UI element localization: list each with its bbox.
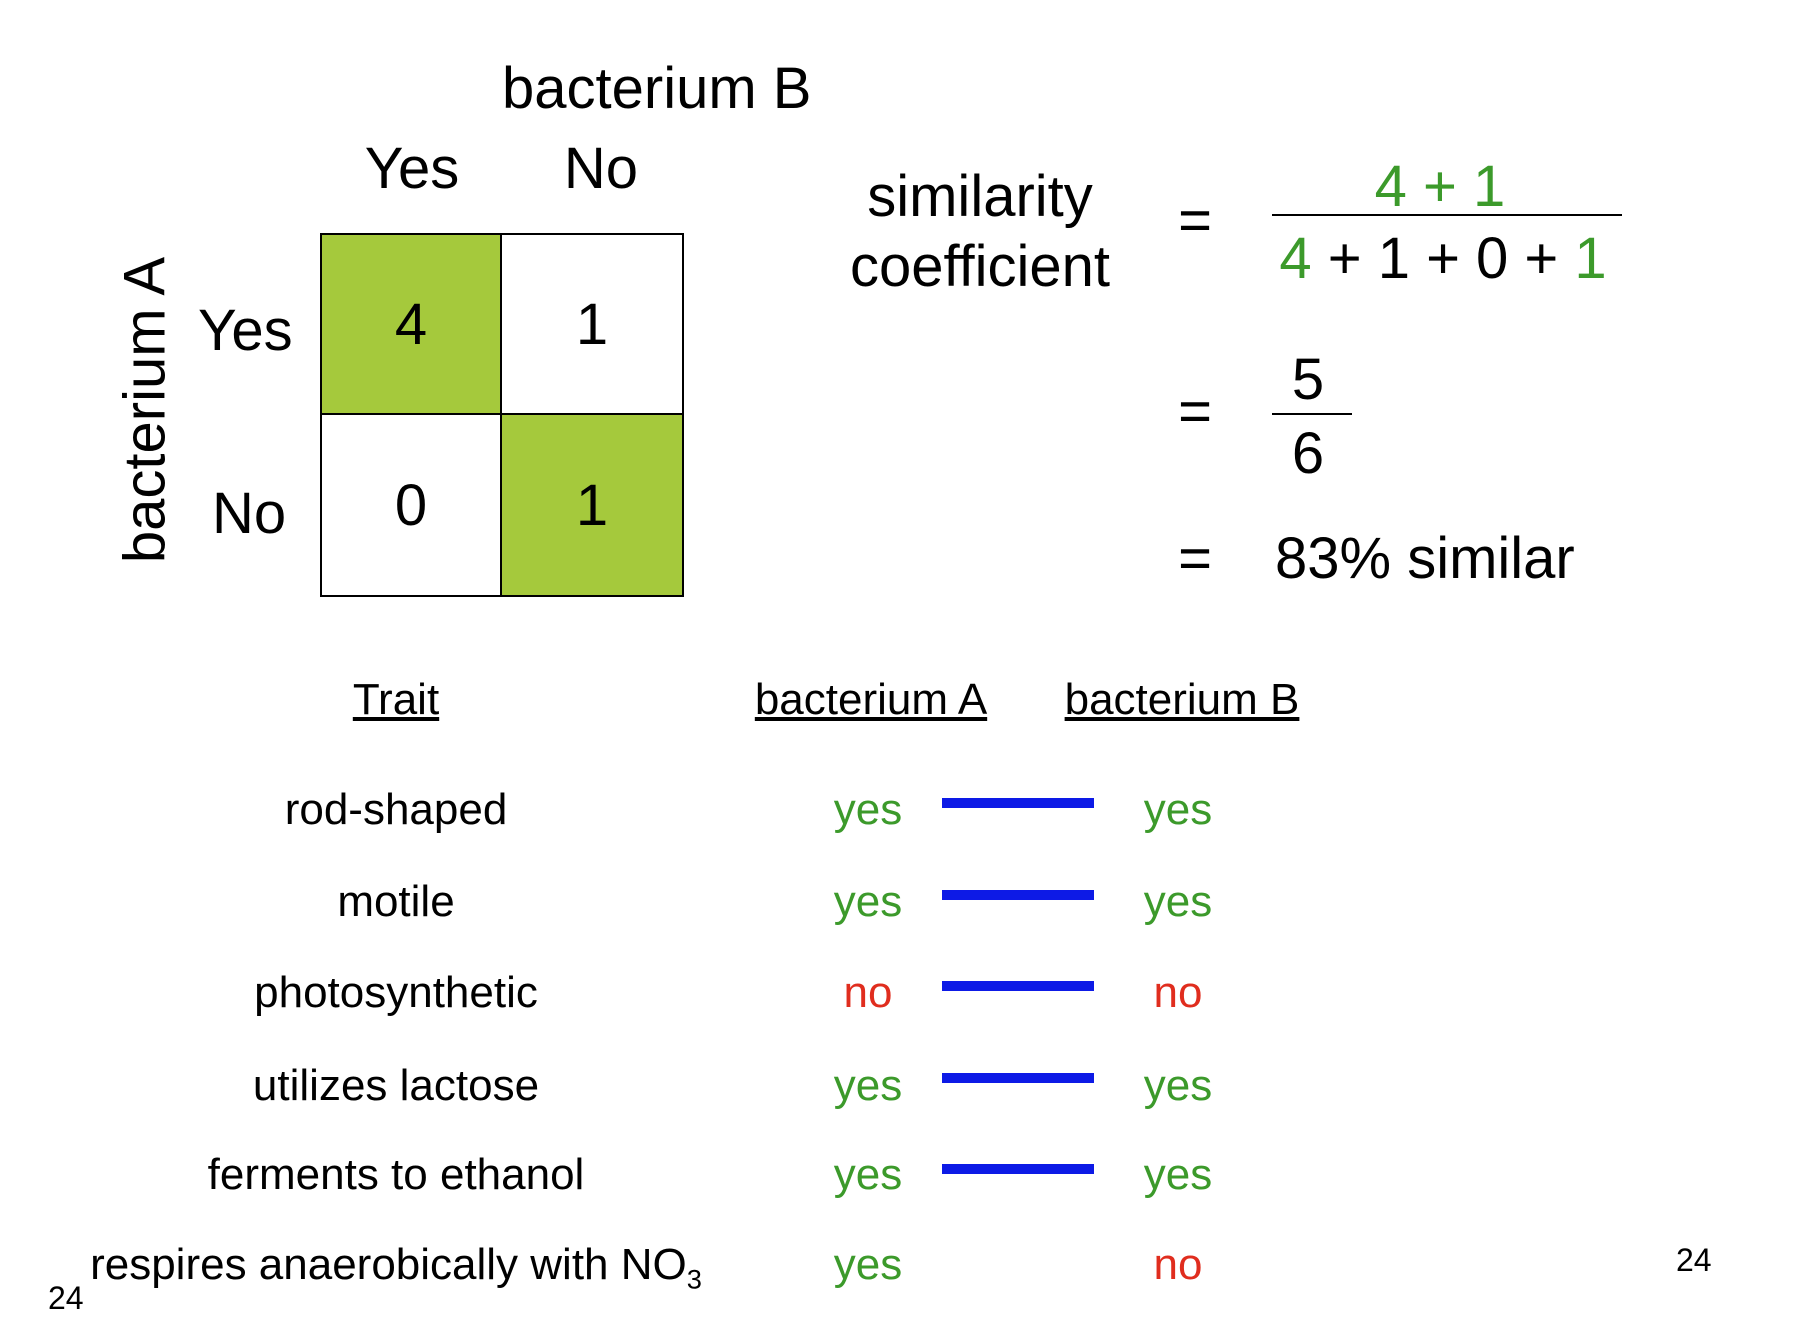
- formula-label-line2: coefficient: [849, 234, 1111, 299]
- matrix-cell-yes-yes: 4: [322, 235, 502, 415]
- trait-subscript: 3: [686, 1263, 702, 1295]
- trait-label: rod-shaped: [284, 785, 508, 834]
- trait-name: motile: [337, 877, 454, 927]
- matrix-col-title: bacterium B: [502, 56, 812, 121]
- trait-name: rod-shaped: [285, 785, 508, 835]
- matrix-col-label-no: No: [563, 136, 639, 201]
- matrix-row-label-no: No: [212, 481, 287, 546]
- numerator-plus: +: [1406, 154, 1474, 219]
- denominator-term-d: 1: [1574, 226, 1607, 291]
- fraction-2-bar: [1272, 413, 1352, 415]
- equals-sign-2: =: [1178, 379, 1212, 444]
- matrix-row-label-yes: Yes: [198, 298, 293, 363]
- denominator-term-a: 4: [1279, 226, 1312, 291]
- trait-label: utilizes lactose: [252, 1061, 540, 1110]
- trait-name: ferments to ethanol: [208, 1150, 585, 1200]
- trait-name: utilizes lactose: [253, 1061, 539, 1111]
- slide-number-small: 24: [48, 1280, 84, 1316]
- match-line: [942, 1073, 1094, 1083]
- bacterium-a-column-header: bacterium A: [754, 675, 988, 724]
- bacterium-b-value: yes: [1143, 877, 1213, 926]
- bacterium-b-value: no: [1153, 1240, 1203, 1289]
- matrix-row-title: bacterium A: [112, 256, 178, 564]
- match-line: [942, 798, 1094, 808]
- similarity-result: 83% similar: [1275, 526, 1575, 591]
- trait-label: respires anaerobically with NO: [90, 1240, 687, 1289]
- match-line: [942, 890, 1094, 900]
- bacterium-b-value: no: [1153, 968, 1203, 1017]
- fraction-1-denominator: 4 + 1 + 0 + 1: [1279, 225, 1606, 292]
- bacterium-b-value: yes: [1143, 1150, 1213, 1199]
- slide-number: 24: [1676, 1242, 1712, 1278]
- matrix-cell-yes-no: 1: [502, 235, 682, 415]
- fraction-1-bar: [1272, 214, 1622, 216]
- trait-column-header: Trait: [352, 675, 440, 724]
- trait-name: photosynthetic: [254, 968, 538, 1018]
- fraction-2-denominator: 6: [1291, 421, 1325, 486]
- trait-label: motile: [337, 877, 455, 926]
- trait-label: photosynthetic: [254, 968, 538, 1017]
- match-line: [942, 1164, 1094, 1174]
- matrix-cell-no-yes: 0: [322, 415, 502, 595]
- denominator-middle: + 1 + 0 +: [1311, 226, 1575, 291]
- bacterium-a-value: yes: [833, 1240, 903, 1289]
- matrix-cell-no-no: 1: [502, 415, 682, 595]
- numerator-term-d: 1: [1473, 154, 1506, 219]
- equals-sign-1: =: [1178, 188, 1212, 253]
- fraction-2-numerator: 5: [1291, 347, 1325, 412]
- bacterium-b-column-header: bacterium B: [1064, 675, 1300, 724]
- equals-sign-3: =: [1178, 526, 1212, 591]
- bacterium-b-value: yes: [1143, 1061, 1213, 1110]
- match-line: [942, 981, 1094, 991]
- contingency-matrix: 4 1 0 1: [320, 233, 684, 597]
- trait-name: respires anaerobically with NO3: [90, 1240, 702, 1296]
- trait-label: ferments to ethanol: [207, 1150, 585, 1199]
- bacterium-a-value: no: [843, 968, 893, 1017]
- bacterium-b-value: yes: [1143, 785, 1213, 834]
- formula-label-line1: similarity: [867, 164, 1093, 229]
- bacterium-a-value: yes: [833, 1150, 903, 1199]
- numerator-term-a: 4: [1374, 154, 1407, 219]
- matrix-col-label-yes: Yes: [364, 136, 460, 201]
- bacterium-a-value: yes: [833, 877, 903, 926]
- bacterium-a-value: yes: [833, 785, 903, 834]
- fraction-1-numerator: 4 + 1: [1375, 153, 1506, 220]
- bacterium-a-value: yes: [833, 1061, 903, 1110]
